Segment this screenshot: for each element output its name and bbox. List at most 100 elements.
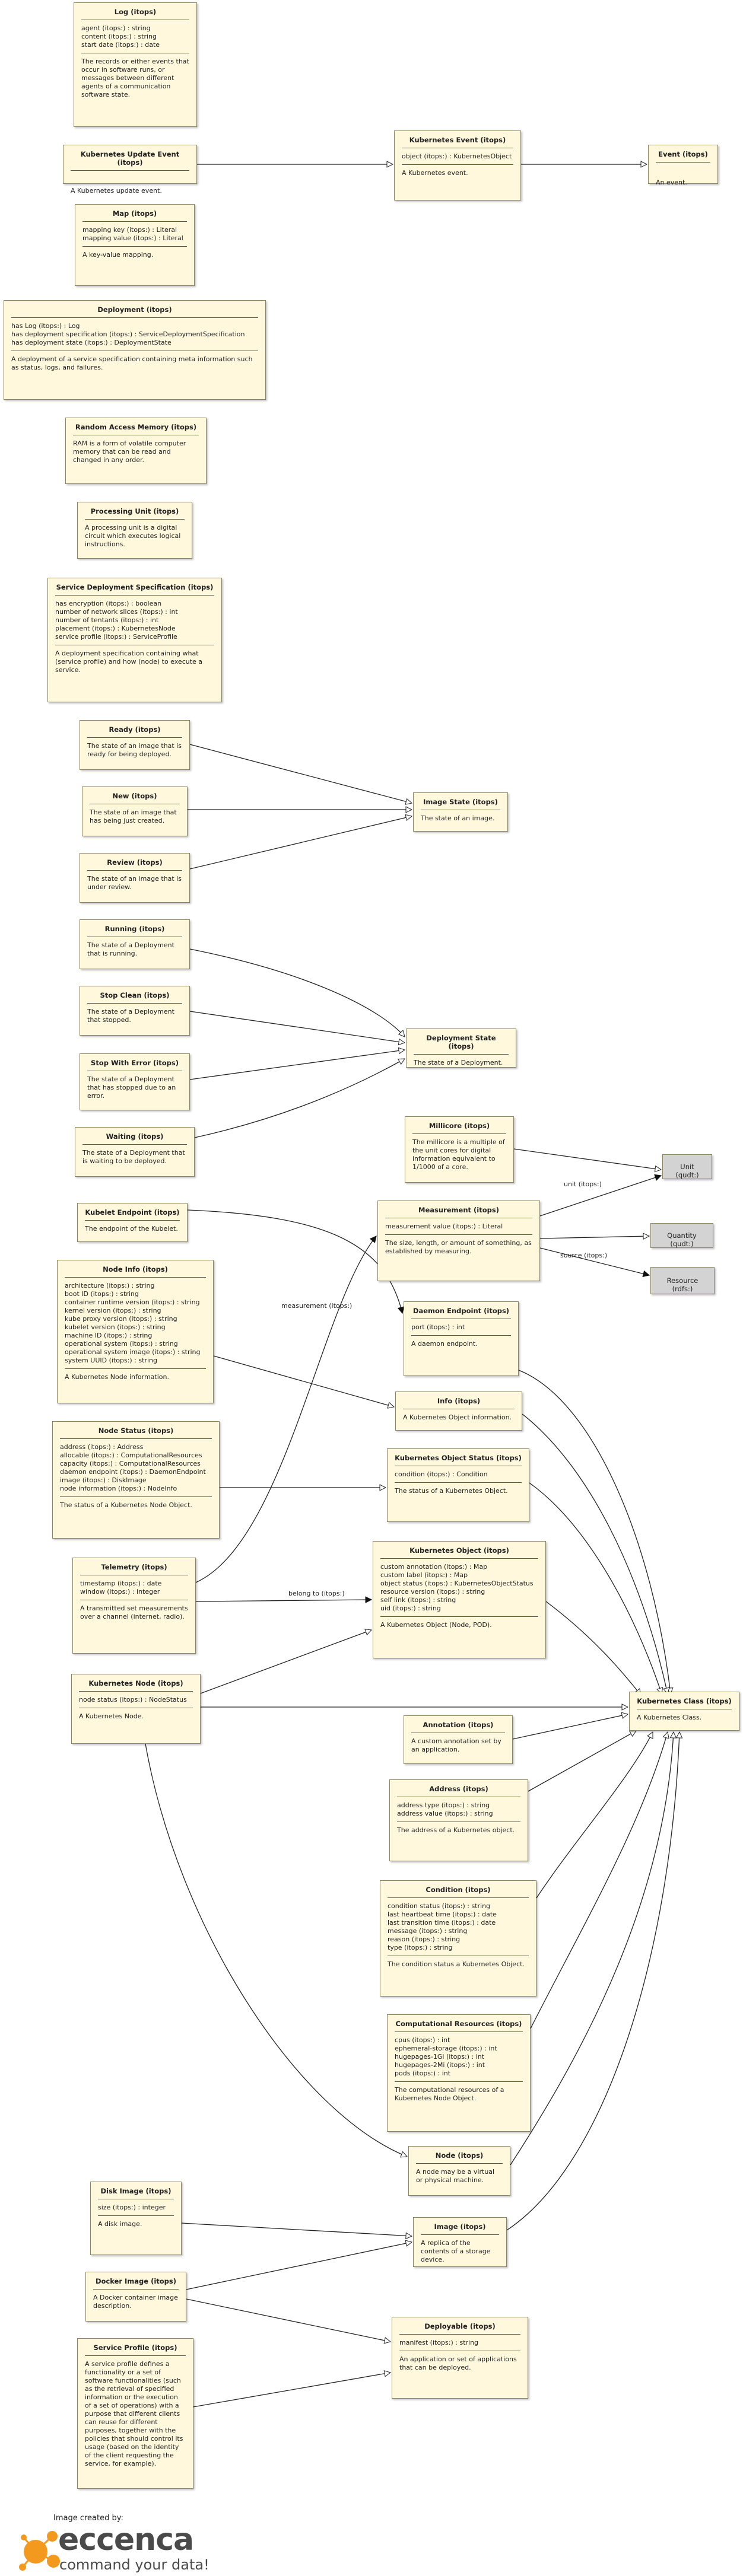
class-attribute: manifest (itops:) : string <box>399 2339 479 2346</box>
class-attribute: custom label (itops:) : Map <box>380 1571 468 1579</box>
class-description: A key-value mapping. <box>82 251 154 259</box>
class-stop-with-error[interactable]: Stop With Error (itops) The state of a D… <box>80 1053 190 1110</box>
class-node[interactable]: Node (itops) A node may be a virtual or … <box>408 2146 510 2196</box>
class-description: The state of an image that is ready for … <box>87 742 182 758</box>
class-title: Kubernetes Node (itops) <box>88 1679 183 1687</box>
class-description: A Kubernetes Object (Node, POD). <box>380 1621 492 1629</box>
class-deployment-state[interactable]: Deployment State (itops) The state of a … <box>406 1029 516 1068</box>
edge-millicore-to-unit <box>513 1148 661 1170</box>
class-kubernetes-update-event[interactable]: Kubernetes Update Event (itops) A Kubern… <box>63 145 197 195</box>
class-attribute: architecture (itops:) : string <box>65 1282 155 1289</box>
class-description: A transmitted set measurements over a ch… <box>80 1604 188 1620</box>
class-attributes: measurement value (itops:) : Literal <box>385 1222 532 1231</box>
class-review[interactable]: Review (itops) The state of an image tha… <box>80 853 190 903</box>
class-processing-unit[interactable]: Processing Unit (itops) A processing uni… <box>77 502 192 559</box>
edge-kubelet-to-daemon <box>187 1209 402 1313</box>
class-ready[interactable]: Ready (itops) The state of an image that… <box>80 720 190 770</box>
class-condition[interactable]: Condition (itops) condition status (itop… <box>380 1880 536 1997</box>
class-quantity-qudt[interactable]: Quantity (qudt:) <box>650 1223 713 1248</box>
class-kubernetes-object[interactable]: Kubernetes Object (itops) custom annotat… <box>373 1541 546 1658</box>
class-attribute: placement (itops:) : KubernetesNode <box>55 625 176 632</box>
class-telemetry[interactable]: Telemetry (itops) timestamp (itops:) : d… <box>72 1558 196 1654</box>
class-resource-rdfs[interactable]: Resource (rdfs:) <box>650 1267 715 1294</box>
class-node-info[interactable]: Node Info (itops) architecture (itops:) … <box>57 1260 214 1403</box>
class-kubernetes-node[interactable]: Kubernetes Node (itops) node status (ito… <box>71 1674 201 1744</box>
class-description: The millicore is a multiple of the unit … <box>412 1138 505 1171</box>
edge-info-to-k8s-class <box>522 1413 668 1694</box>
class-kubernetes-class[interactable]: Kubernetes Class (itops) A Kubernetes Cl… <box>629 1692 739 1731</box>
class-title: Deployment (itops) <box>97 305 172 314</box>
class-waiting[interactable]: Waiting (itops) The state of a Deploymen… <box>75 1127 195 1177</box>
class-title: Condition (itops) <box>426 1886 491 1894</box>
class-attribute: agent (itops:) : string <box>81 24 151 32</box>
class-stop-clean[interactable]: Stop Clean (itops) The state of a Deploy… <box>80 986 190 1036</box>
class-new[interactable]: New (itops) The state of an image that h… <box>82 787 188 836</box>
edge-node-to-k8s-class <box>510 1732 674 2166</box>
class-description: The records or either events that occur … <box>81 58 189 98</box>
class-image-state[interactable]: Image State (itops) The state of an imag… <box>413 792 508 832</box>
edge-condition-to-k8s-class <box>536 1732 653 1899</box>
class-attribute: capacity (itops:) : ComputationalResourc… <box>60 1460 201 1467</box>
class-description: The computational resources of a Kuberne… <box>395 2086 504 2102</box>
class-description: A custom annotation set by an applicatio… <box>411 1737 501 1753</box>
class-attribute: reason (itops:) : string <box>388 1935 461 1943</box>
class-deployable[interactable]: Deployable (itops) manifest (itops:) : s… <box>392 2317 528 2399</box>
class-attribute: mapping key (itops:) : Literal <box>82 226 177 234</box>
class-annotation[interactable]: Annotation (itops) A custom annotation s… <box>404 1715 513 1764</box>
class-attribute: condition (itops:) : Condition <box>395 1470 488 1478</box>
class-description: The state of a Deployment that stopped. <box>87 1008 174 1024</box>
class-title: Service Profile (itops) <box>93 2343 177 2352</box>
class-description: The size, length, or amount of something… <box>385 1239 532 1255</box>
class-attribute: service profile (itops:) : ServiceProfil… <box>55 633 177 641</box>
class-info[interactable]: Info (itops) A Kubernetes Object informa… <box>395 1392 522 1431</box>
class-attribute: operational system (itops:) : string <box>65 1340 178 1348</box>
class-docker-image[interactable]: Docker Image (itops) A Docker container … <box>85 2272 186 2322</box>
class-description: A Kubernetes Class. <box>637 1714 702 1721</box>
class-attribute: hugepages-1Gi (itops:) : int <box>395 2053 485 2061</box>
edge-image-to-k8s-class <box>506 1732 680 2231</box>
class-kubelet-endpoint[interactable]: Kubelet Endpoint (itops) The endpoint of… <box>77 1203 188 1242</box>
eccenca-logo-icon <box>19 2531 60 2571</box>
class-title: Running (itops) <box>104 925 165 933</box>
class-kubernetes-event[interactable]: Kubernetes Event (itops) object (itops:)… <box>394 130 521 200</box>
class-title: Ready (itops) <box>109 725 161 734</box>
class-node-status[interactable]: Node Status (itops) address (itops:) : A… <box>52 1421 220 1539</box>
class-deployment[interactable]: Deployment (itops) has Log (itops:) : Lo… <box>4 300 266 400</box>
class-daemon-endpoint[interactable]: Daemon Endpoint (itops) port (itops:) : … <box>404 1301 519 1376</box>
class-event[interactable]: Event (itops) An event. <box>648 145 718 186</box>
class-title: Random Access Memory (itops) <box>75 423 197 431</box>
class-service-profile[interactable]: Service Profile (itops) A service profil… <box>77 2338 193 2489</box>
class-attribute: cpus (itops:) : int <box>395 2036 450 2044</box>
class-attribute: self link (itops:) : string <box>380 1596 456 1604</box>
class-attributes: port (itops:) : int <box>411 1323 511 1332</box>
class-service-deployment-specification[interactable]: Service Deployment Specification (itops)… <box>47 578 222 702</box>
edge-running-to-deployment-state <box>189 948 405 1037</box>
class-title: Deployable (itops) <box>424 2322 496 2330</box>
class-attributes: size (itops:) : integer <box>98 2204 174 2212</box>
class-kubernetes-object-status[interactable]: Kubernetes Object Status (itops) conditi… <box>387 1448 529 1522</box>
class-image[interactable]: Image (itops) A replica of the contents … <box>413 2217 507 2267</box>
class-running[interactable]: Running (itops) The state of a Deploymen… <box>80 919 190 969</box>
edge-telemetry-measurement <box>195 1236 376 1583</box>
edge-stop-error-to-deployment-state <box>189 1050 405 1080</box>
class-attribute: operational system image (itops:) : stri… <box>65 1348 201 1356</box>
class-computational-resources[interactable]: Computational Resources (itops) cpus (it… <box>387 2014 531 2132</box>
class-unit-qudt[interactable]: Unit (qudt:) <box>662 1154 712 1179</box>
class-attribute: node status (itops:) : NodeStatus <box>79 1696 187 1703</box>
class-attribute: boot ID (itops:) : string <box>65 1290 139 1298</box>
class-attribute: mapping value (itops:) : Literal <box>82 234 183 242</box>
class-address[interactable]: Address (itops) address type (itops:) : … <box>389 1779 528 1861</box>
class-attribute: port (itops:) : int <box>411 1323 465 1331</box>
class-title: Resource (rdfs:) <box>666 1276 698 1293</box>
class-millicore[interactable]: Millicore (itops) The millicore is a mul… <box>405 1116 514 1183</box>
edge-comp-res-to-k8s-class <box>530 1732 668 2029</box>
class-disk-image[interactable]: Disk Image (itops) size (itops:) : integ… <box>90 2182 182 2255</box>
class-description: An application or set of applications th… <box>399 2355 517 2371</box>
class-map[interactable]: Map (itops) mapping key (itops:) : Liter… <box>75 204 195 286</box>
class-measurement[interactable]: Measurement (itops) measurement value (i… <box>377 1201 540 1281</box>
class-random-access-memory[interactable]: Random Access Memory (itops) RAM is a fo… <box>65 418 207 484</box>
